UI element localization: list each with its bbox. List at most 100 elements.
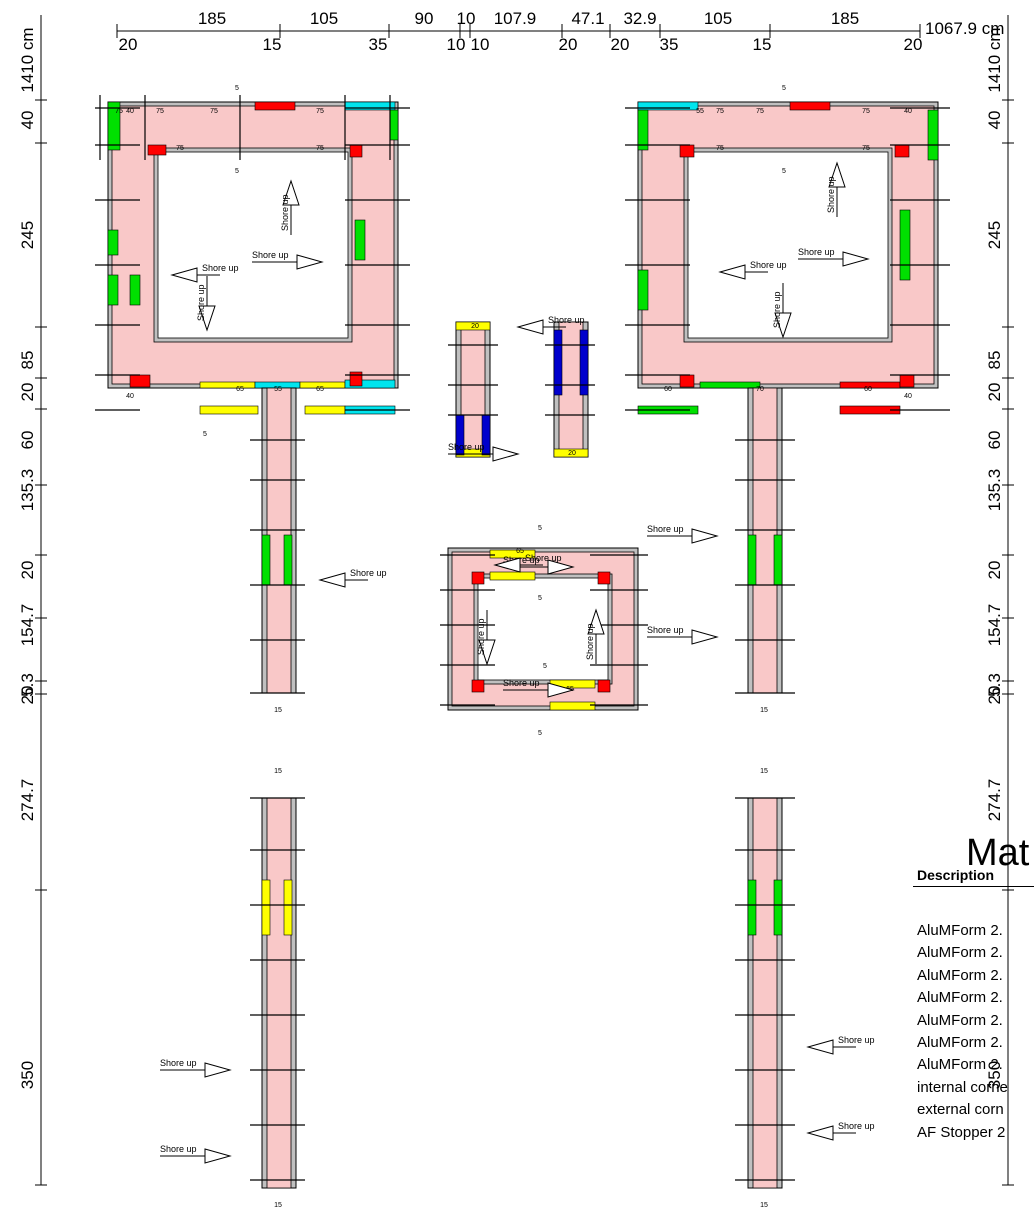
room-void xyxy=(477,577,609,681)
right-dim-label: 20 xyxy=(985,383,1004,402)
wall-fill xyxy=(752,797,778,1189)
top-span-label: 185 xyxy=(198,9,226,28)
panel-segment xyxy=(699,381,761,389)
panel-label: 55 xyxy=(696,108,704,115)
shore-arrow-down xyxy=(774,312,792,339)
panel-label: 55 xyxy=(274,386,282,393)
panel-label: 40 xyxy=(126,393,134,400)
left-dim-label: 135.3 xyxy=(18,469,37,512)
panel-segment xyxy=(389,109,399,141)
panel-label: 5 xyxy=(543,663,547,670)
shore-arrow-left xyxy=(806,1125,834,1141)
right-dim-label: 350 xyxy=(985,1061,1004,1089)
panel-label: 40 xyxy=(126,108,134,115)
panel-segment xyxy=(129,274,141,306)
left-dim-label: 20 xyxy=(18,383,37,402)
small-column-2 xyxy=(553,321,589,458)
right-total-label: 1410 cm xyxy=(985,27,1004,92)
panel-label: 60 xyxy=(864,386,872,393)
shore-up-label: Shore up xyxy=(772,291,782,328)
panel-label: 5 xyxy=(782,168,786,175)
panel-segment xyxy=(597,571,611,585)
panel-segment xyxy=(261,879,271,936)
shore-arrow-right xyxy=(547,559,575,575)
shore-arrow-right xyxy=(842,251,870,267)
materials-header-rule xyxy=(913,886,1034,887)
panel-segment xyxy=(283,534,293,586)
top-tick-label: 35 xyxy=(369,35,388,54)
panel-label: 15 xyxy=(760,1202,768,1209)
material-item: AluMForm 2. xyxy=(917,922,1003,939)
shore-arrow-right xyxy=(691,528,719,544)
top-tick-label: 15 xyxy=(753,35,772,54)
top-span-label: 32.9 xyxy=(623,9,656,28)
shore-arrow-up xyxy=(587,608,605,635)
panel-label: 60 xyxy=(664,386,672,393)
left-dim-label: 5.3 xyxy=(18,673,37,697)
panel-label: 65 xyxy=(316,386,324,393)
left-dim-label: 85 xyxy=(18,351,37,370)
right-dim-label: 5.3 xyxy=(985,673,1004,697)
panel-label: 65 xyxy=(516,548,524,555)
panel-segment xyxy=(489,549,536,559)
panel-segment xyxy=(107,274,119,306)
panel-label: 5 xyxy=(538,595,542,602)
top-span-label: 10 xyxy=(457,9,476,28)
right-dim-label: 60 xyxy=(985,431,1004,450)
panel-label: 75 xyxy=(176,145,184,152)
shore-up-label: Shore up xyxy=(647,625,684,635)
shore-arrow-up xyxy=(282,179,300,206)
top-tick-label: 35 xyxy=(660,35,679,54)
top-tick-label: 10 xyxy=(471,35,490,54)
left-dim-label: 154.7 xyxy=(18,604,37,647)
shore-arrow-down xyxy=(478,639,496,666)
materials-list: AluMForm 2. AluMForm 2. AluMForm 2. AluM… xyxy=(917,920,1008,1144)
material-item: AluMForm 2. xyxy=(917,989,1003,1007)
panel-segment xyxy=(107,101,121,151)
panel-label: 75 xyxy=(115,108,123,115)
material-item: AluMForm 2. xyxy=(917,1056,1003,1074)
panel-segment xyxy=(679,374,695,388)
panel-label: 75 xyxy=(862,108,870,115)
panel-segment xyxy=(553,448,589,458)
material-item: internal corne xyxy=(917,1078,1008,1096)
panel-segment xyxy=(344,379,396,389)
panel-segment xyxy=(349,144,363,158)
materials-header: Description xyxy=(917,867,995,883)
right-dim-label: 245 xyxy=(985,221,1004,249)
right-lower-wall xyxy=(747,797,783,1189)
panel-segment xyxy=(349,371,363,387)
shore-arrow-right xyxy=(547,682,575,698)
panel-label: 15 xyxy=(274,1202,282,1209)
panel-segment xyxy=(344,101,396,111)
right-dim-label: 274.7 xyxy=(985,779,1004,822)
right-dim-label: 20 xyxy=(985,686,1004,705)
shore-up-label: Shore up xyxy=(798,247,835,257)
shore-arrow-left xyxy=(718,264,746,280)
left-lower-wall xyxy=(261,797,297,1189)
shore-up-label: Shore up xyxy=(503,678,540,688)
panel-segment xyxy=(261,534,271,586)
left-dim-label: 245 xyxy=(18,221,37,249)
shore-up-label: Shore up xyxy=(838,1121,875,1131)
shore-up-label: Shore up xyxy=(196,284,206,321)
panel-segment xyxy=(899,374,915,388)
panel-label: 15 xyxy=(760,707,768,714)
panel-segment xyxy=(637,269,649,311)
left-dim-label: 350 xyxy=(18,1061,37,1089)
top-tick-label: 20 xyxy=(559,35,578,54)
panel-segment xyxy=(637,109,649,151)
panel-label: 5 xyxy=(538,525,542,532)
panel-segment xyxy=(455,321,491,331)
panel-segment xyxy=(304,405,346,415)
left-room xyxy=(107,101,399,415)
panel-segment xyxy=(747,534,757,586)
shore-arrow-up xyxy=(828,161,846,188)
panel-segment xyxy=(747,879,757,936)
left-dim-label: 60 xyxy=(18,431,37,450)
panel-segment xyxy=(899,209,911,281)
top-tick-label: 10 xyxy=(447,35,466,54)
small-room xyxy=(447,547,639,711)
